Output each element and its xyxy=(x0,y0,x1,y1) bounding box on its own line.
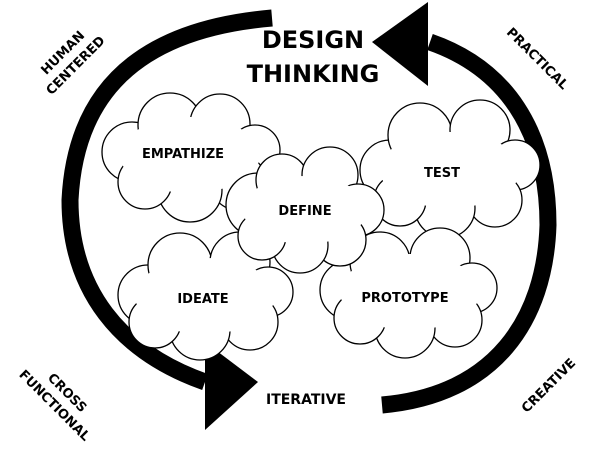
right-arrow-arc xyxy=(381,33,557,414)
cloud-define xyxy=(225,146,385,274)
cloud-test xyxy=(359,99,541,239)
stage-define-label: DEFINE xyxy=(278,204,331,219)
stage-prototype-label: PROTOTYPE xyxy=(361,291,448,306)
stage-empathize-label: EMPATHIZE xyxy=(142,147,224,162)
right-arrowhead xyxy=(372,2,428,86)
left-arrow-arc xyxy=(61,9,273,391)
corner-top-right-label: PRACTICAL xyxy=(503,25,571,93)
corner-bottom-right: CREATIVE xyxy=(519,356,579,416)
iterative-label: ITERATIVE xyxy=(266,392,346,408)
title-line2: THINKING xyxy=(247,60,380,88)
title-line1: DESIGN xyxy=(262,26,364,54)
stage-ideate-label: IDEATE xyxy=(177,292,228,307)
corner-top-right: PRACTICAL xyxy=(503,25,571,93)
stage-test-label: TEST xyxy=(424,166,460,181)
corner-bottom-left: CROSS FUNCTIONAL xyxy=(16,368,93,445)
stage-clouds xyxy=(101,92,541,361)
corner-bottom-right-label: CREATIVE xyxy=(519,356,579,416)
cycle-arrows xyxy=(61,2,557,430)
corner-top-left: HUMAN CENTERED xyxy=(38,28,108,98)
left-arrowhead xyxy=(205,342,258,430)
